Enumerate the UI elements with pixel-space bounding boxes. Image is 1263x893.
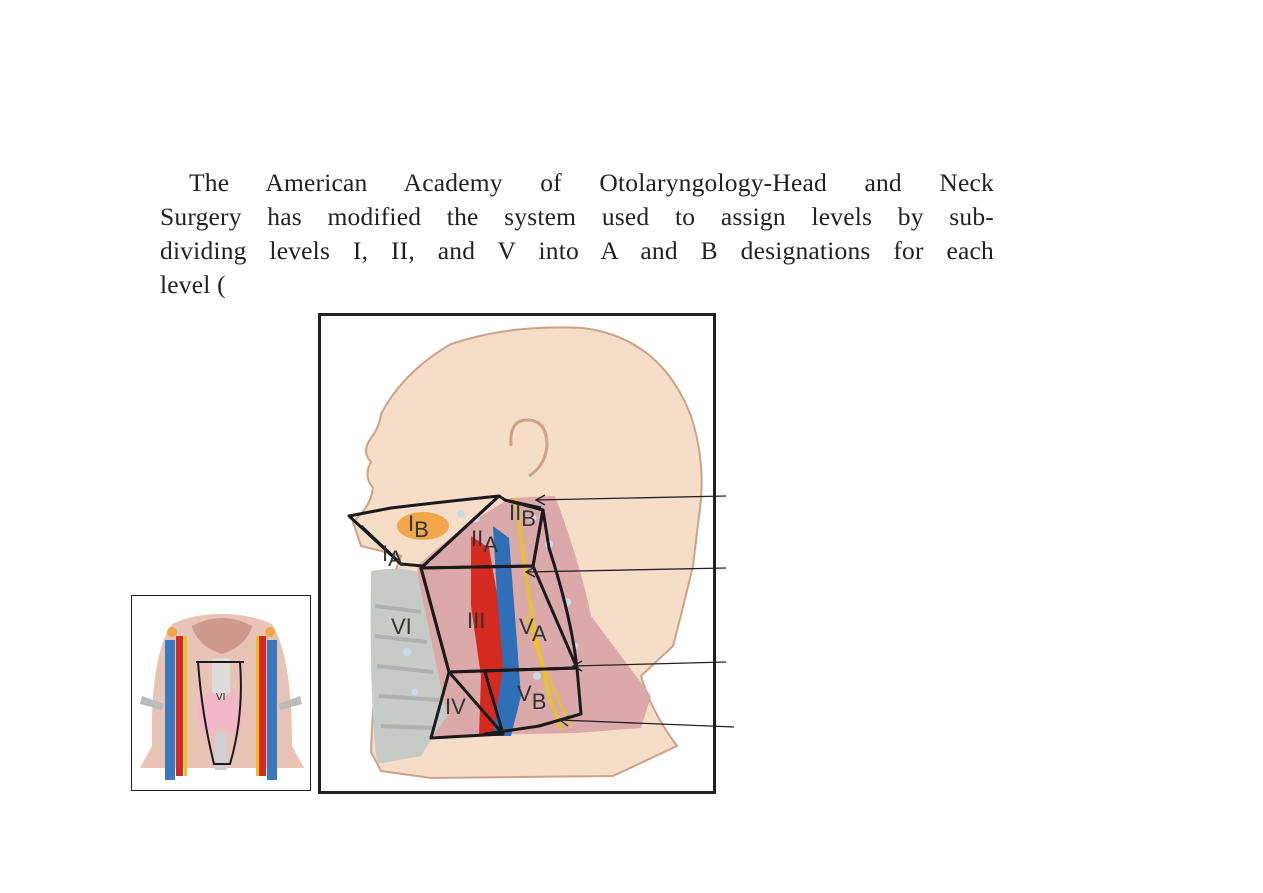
paragraph-line: level ( <box>160 268 994 302</box>
level-vb-label: VB <box>517 681 546 714</box>
paragraph-line: The American Academy of Otolaryngology-H… <box>189 168 994 197</box>
level-iii-label: III <box>467 608 485 633</box>
paragraph-line-text: level ( <box>160 270 226 299</box>
level-va-label: VA <box>519 614 547 646</box>
anterior-neck-inset: VI <box>131 595 311 791</box>
lateral-neck-figure: IA IB IIA IIB III IV VA VB VI <box>318 313 716 794</box>
paragraph-line: Surgery has modified the system used to … <box>160 202 994 231</box>
lateral-neck-illustration: IA IB IIA IIB III IV VA VB VI <box>347 326 703 780</box>
level-ib-label: IB <box>408 511 429 542</box>
level-vi-label: VI <box>391 614 412 639</box>
anterior-neck-illustration: VI <box>132 596 310 790</box>
inset-level-vi-label: VI <box>216 692 225 703</box>
paragraph-line: dividing levels I, II, and V into A and … <box>160 236 994 265</box>
level-iv-label: IV <box>445 694 466 719</box>
body-paragraph: The American Academy of Otolaryngology-H… <box>160 166 994 302</box>
level-iia-label: IIA <box>471 526 498 557</box>
level-iib-label: IIB <box>509 500 536 531</box>
level-ia-label: IA <box>382 541 403 571</box>
